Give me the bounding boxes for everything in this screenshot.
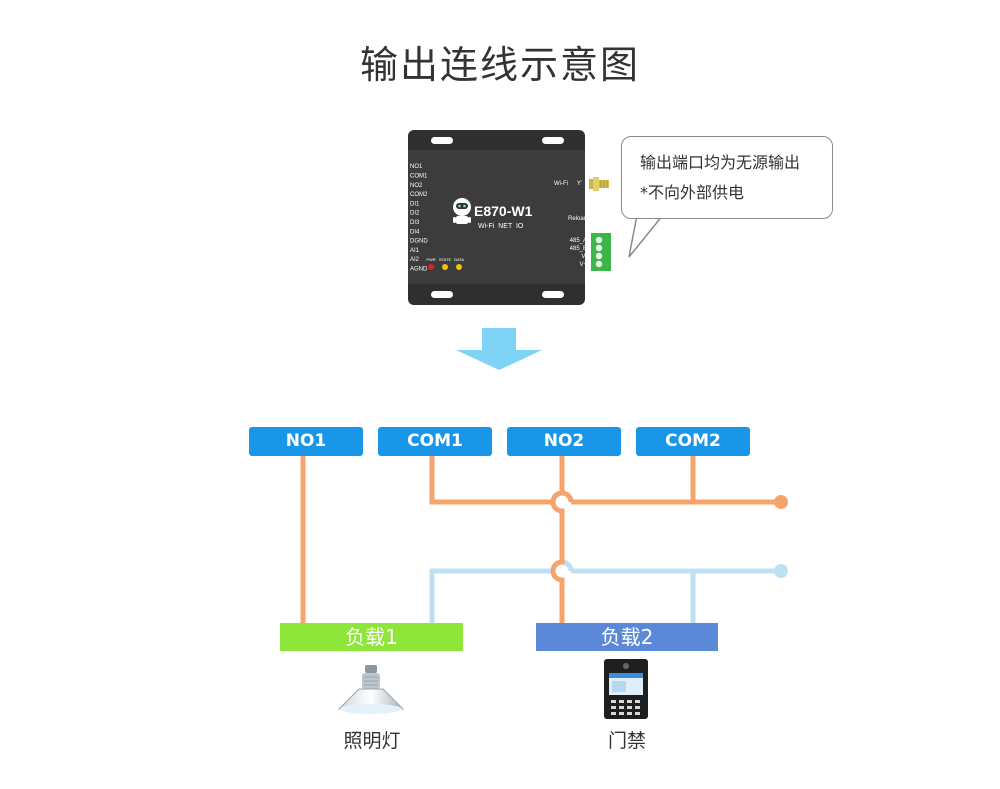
mount-slot bbox=[542, 137, 564, 144]
device-terminal-label: V+ bbox=[579, 262, 587, 268]
ceiling-lamp-icon bbox=[338, 665, 404, 714]
mount-slot bbox=[431, 137, 453, 144]
device-terminal-label: DI1 bbox=[410, 201, 420, 207]
antenna-icon: Ƴ bbox=[576, 180, 582, 187]
led-label: STATE bbox=[439, 257, 452, 262]
led-label: DATA bbox=[454, 257, 464, 262]
callout-bubble: 输出端口均为无源输出 *不向外部供电 bbox=[621, 136, 833, 219]
device-terminal-label: COM1 bbox=[410, 174, 428, 180]
device-terminal-label: DGND bbox=[410, 239, 428, 245]
device-terminal-label: AGND bbox=[410, 267, 428, 273]
wifi-label: Wi-Fi bbox=[554, 181, 568, 187]
status-led bbox=[428, 264, 434, 270]
device-terminal-label: AI1 bbox=[410, 248, 420, 254]
antenna-connector-icon bbox=[589, 177, 609, 191]
down-arrow-icon bbox=[456, 328, 542, 370]
device-terminal-label: DI4 bbox=[410, 229, 420, 235]
access-control-panel-icon bbox=[604, 659, 648, 719]
load-2-caption: 门禁 bbox=[607, 730, 646, 752]
device-terminal-label: 485_B bbox=[570, 246, 587, 252]
device-terminal-label: 485_A bbox=[570, 238, 587, 244]
power-terminal-dot bbox=[774, 495, 788, 509]
reload-label: Reload bbox=[568, 216, 587, 222]
terminal-com1: COM1 bbox=[378, 427, 492, 456]
led-label: PWR bbox=[426, 257, 435, 262]
return-terminal-dot bbox=[774, 564, 788, 578]
terminal-no2: NO2 bbox=[507, 427, 621, 456]
power-wire bbox=[300, 456, 781, 623]
rs485-power-connector bbox=[591, 233, 611, 271]
device-subtitle: Wi-Fi NET IO bbox=[478, 223, 524, 230]
callout-line-1: 输出端口均为无源输出 bbox=[640, 153, 801, 172]
mount-slot bbox=[431, 291, 453, 298]
return-wire bbox=[429, 559, 781, 623]
device-terminal-label: DI2 bbox=[410, 211, 420, 217]
status-led bbox=[442, 264, 448, 270]
robot-logo-icon bbox=[453, 198, 471, 224]
device-model: E870-W1 bbox=[474, 203, 533, 219]
device-terminal-label: DI3 bbox=[410, 220, 420, 226]
load-1-bar: 负载1 bbox=[280, 623, 463, 651]
page-title: 输出连线示意图 bbox=[359, 43, 640, 87]
terminal-no1: NO1 bbox=[249, 427, 363, 456]
device-terminal-label: NO1 bbox=[410, 164, 423, 170]
device-terminal-label: COM2 bbox=[410, 192, 428, 198]
device-terminal-label: V- bbox=[581, 254, 587, 260]
load-2-bar: 负载2 bbox=[536, 623, 718, 651]
device-terminal-label: NO2 bbox=[410, 183, 423, 189]
device-terminal-label: AI2 bbox=[410, 257, 420, 263]
status-led bbox=[456, 264, 462, 270]
terminal-com2: COM2 bbox=[636, 427, 750, 456]
mount-slot bbox=[542, 291, 564, 298]
callout-line-2: *不向外部供电 bbox=[640, 183, 745, 202]
load-1-caption: 照明灯 bbox=[343, 730, 401, 752]
